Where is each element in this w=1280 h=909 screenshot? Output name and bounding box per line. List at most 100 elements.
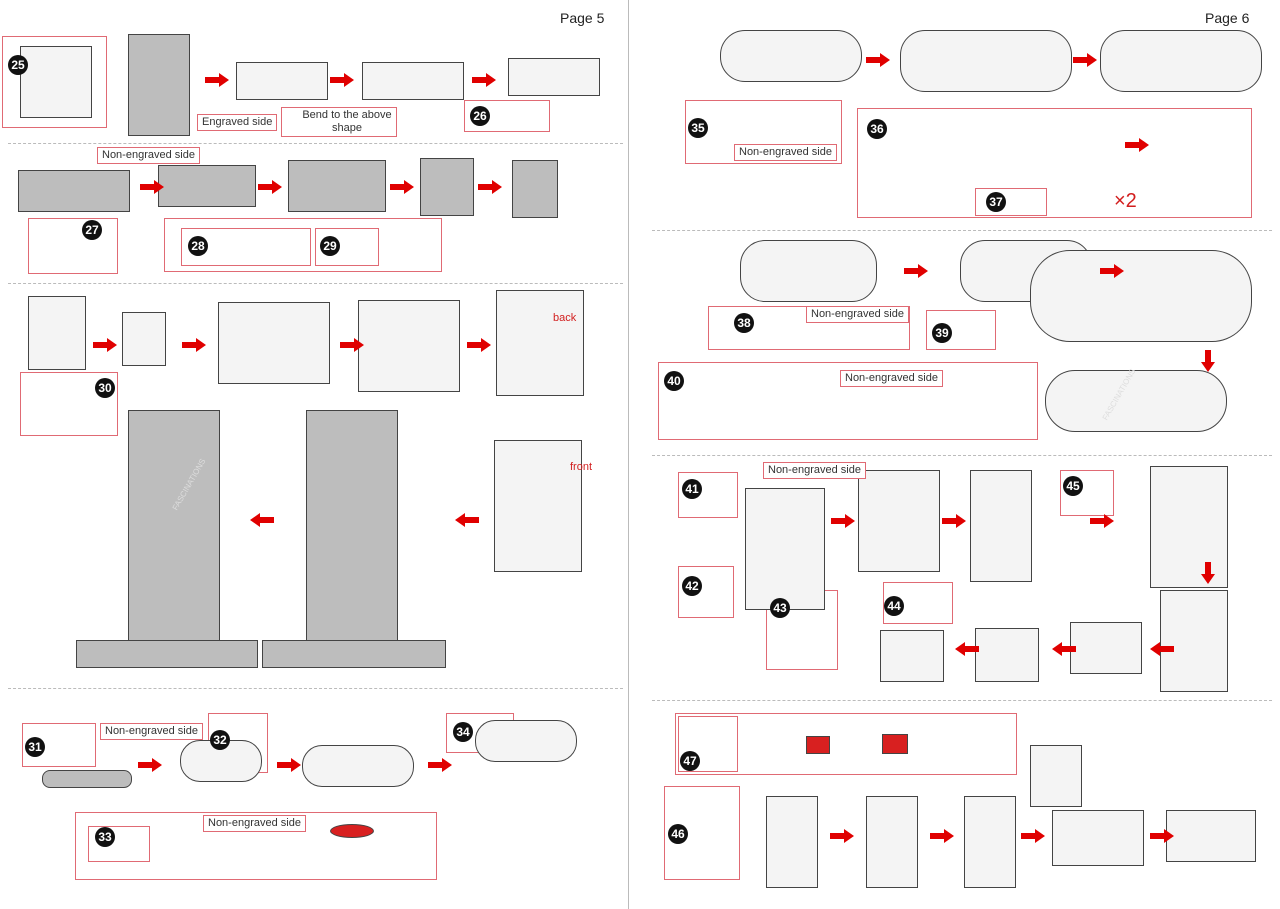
step-badge-46: 46 xyxy=(668,824,688,844)
back-label: back xyxy=(553,312,577,324)
step-badge-33: 33 xyxy=(95,827,115,847)
non-engraved-side-label: Non-engraved side xyxy=(763,462,866,479)
step-31-box xyxy=(22,723,96,767)
step-37-box xyxy=(975,188,1047,216)
step-33-box xyxy=(75,812,437,880)
head-part xyxy=(1052,810,1144,866)
step-badge-47: 47 xyxy=(680,751,700,771)
red-arrow-icon xyxy=(930,829,954,843)
step-46-box xyxy=(664,786,740,880)
panel-part xyxy=(858,470,940,572)
step-28-box xyxy=(181,228,311,266)
folded-part xyxy=(508,58,600,96)
step-badge-36: 36 xyxy=(867,119,887,139)
step-badge-35: 35 xyxy=(688,118,708,138)
page-number-5: Page 5 xyxy=(560,10,605,26)
cylinder-part xyxy=(475,720,577,762)
cylinder-part xyxy=(180,740,262,782)
folded-part xyxy=(18,170,130,212)
red-arrow-icon xyxy=(140,180,164,194)
folded-part xyxy=(288,160,386,212)
front-label: front xyxy=(570,461,593,473)
cone-part xyxy=(740,240,877,302)
section-separator xyxy=(8,143,623,144)
robot-assembly xyxy=(128,410,220,662)
step-badge-26: 26 xyxy=(470,106,490,126)
robot-base xyxy=(76,640,258,668)
torso-part xyxy=(496,290,584,396)
step-badge-40: 40 xyxy=(664,371,684,391)
torso-part xyxy=(218,302,330,384)
head-part xyxy=(1166,810,1256,862)
step-25-box xyxy=(2,36,107,128)
red-arrow-icon xyxy=(1052,642,1076,656)
red-arrow-icon xyxy=(182,338,206,352)
folded-part xyxy=(236,62,328,100)
step-41-box xyxy=(678,472,738,518)
section-separator xyxy=(8,283,623,284)
step-badge-32: 32 xyxy=(210,730,230,750)
step-badge-30: 30 xyxy=(95,378,115,398)
red-part xyxy=(806,736,830,754)
red-arrow-icon xyxy=(330,73,354,87)
folded-part xyxy=(512,160,558,218)
step-47-box xyxy=(675,713,1017,775)
panel-part xyxy=(866,796,918,888)
red-arrow-icon xyxy=(277,758,301,772)
curved-sheet xyxy=(42,770,132,788)
step-47-inner-box xyxy=(678,716,738,772)
non-engraved-side-label: Non-engraved side xyxy=(203,815,306,832)
folded-part xyxy=(362,62,464,100)
red-arrow-icon xyxy=(455,513,479,527)
red-arrow-icon xyxy=(1201,562,1215,584)
step-26-box xyxy=(464,100,550,132)
step-badge-29: 29 xyxy=(320,236,340,256)
non-engraved-side-label: Non-engraved side xyxy=(100,723,203,740)
head-part xyxy=(1030,745,1082,807)
red-arrow-icon xyxy=(831,514,855,528)
red-arrow-icon xyxy=(250,513,274,527)
torso-part xyxy=(358,300,460,392)
step-badge-43: 43 xyxy=(770,598,790,618)
step-badge-44: 44 xyxy=(884,596,904,616)
red-arrow-icon xyxy=(1150,829,1174,843)
panel-part xyxy=(1150,466,1228,588)
step-badge-28: 28 xyxy=(188,236,208,256)
non-engraved-side-label: Non-engraved side xyxy=(97,147,200,164)
flat-sheet-part xyxy=(128,34,190,136)
cone-part xyxy=(1045,370,1227,432)
step-badge-31: 31 xyxy=(25,737,45,757)
non-engraved-side-label: Non-engraved side xyxy=(840,370,943,387)
step-badge-38: 38 xyxy=(734,313,754,333)
red-arrow-icon xyxy=(93,338,117,352)
step-30-box xyxy=(20,372,118,436)
step-27-box xyxy=(28,218,118,274)
red-arrow-icon xyxy=(1090,514,1114,528)
step-badge-41: 41 xyxy=(682,479,702,499)
step-badge-37: 37 xyxy=(986,192,1006,212)
folded-part xyxy=(420,158,474,216)
red-arrow-icon xyxy=(390,180,414,194)
step-badge-39: 39 xyxy=(932,323,952,343)
torso-part xyxy=(122,312,166,366)
red-arrow-icon xyxy=(942,514,966,528)
flat-sheet-part xyxy=(20,46,92,118)
bend-label: Bend to the above shape xyxy=(281,107,397,137)
torso-part xyxy=(28,296,86,370)
red-arrow-icon xyxy=(830,829,854,843)
cone-part xyxy=(1030,250,1252,342)
step-badge-25: 25 xyxy=(8,55,28,75)
head-part xyxy=(1070,622,1142,674)
head-part xyxy=(880,630,944,682)
head-part xyxy=(975,628,1039,682)
step-36-box xyxy=(857,108,1252,218)
step-badge-34: 34 xyxy=(453,722,473,742)
step-28-29-box xyxy=(164,218,442,272)
section-separator xyxy=(652,700,1272,701)
robot-base xyxy=(262,640,446,668)
quantity-label: ×2 xyxy=(1114,190,1137,212)
cylinder-part xyxy=(302,745,414,787)
folded-part xyxy=(158,165,256,207)
red-arrow-icon xyxy=(340,338,364,352)
red-arrow-icon xyxy=(1150,642,1174,656)
